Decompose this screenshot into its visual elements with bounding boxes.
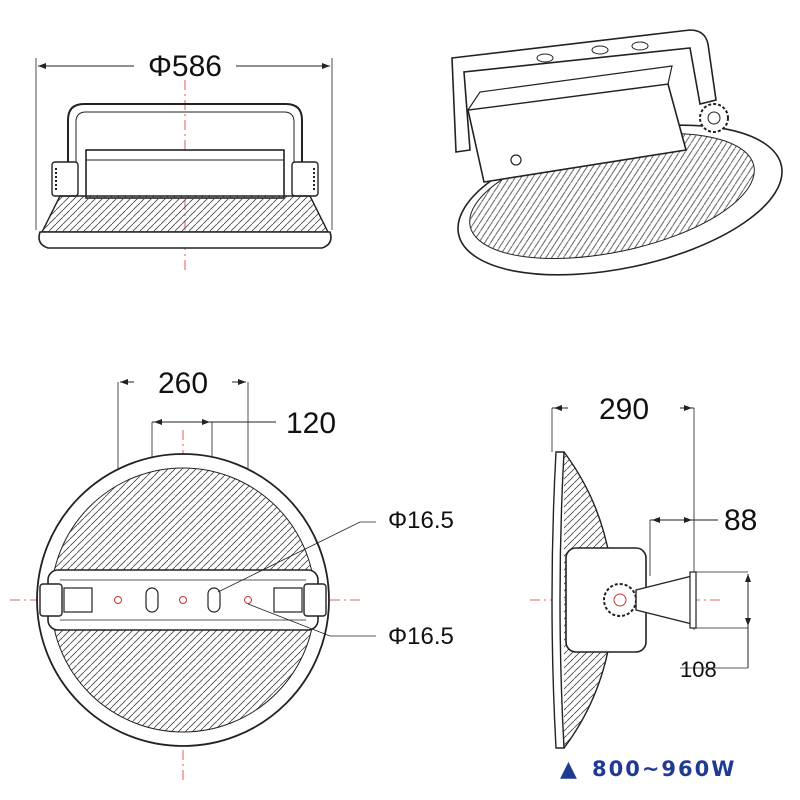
mount-slot (145, 587, 159, 613)
driver-box (85, 149, 285, 199)
mount-hole (114, 596, 122, 604)
hole-label-top: Φ16.5 (388, 507, 454, 534)
isometric-view (451, 29, 783, 276)
bracket-label: 88 (724, 504, 757, 537)
hole-label-bottom: Φ16.5 (388, 623, 454, 650)
mount-slot (207, 587, 221, 613)
mount-spacing-label: 260 (158, 367, 208, 400)
caption-marker: ▲ (560, 757, 577, 782)
front-view: Φ586 (35, 50, 333, 270)
inner-spacing-label: 120 (286, 407, 336, 440)
diameter-label: Φ586 (148, 50, 222, 83)
side-view: 290 88 108 (530, 393, 757, 749)
caption-text: 800~960W (592, 757, 736, 781)
mount-hole (179, 596, 187, 604)
bottom-view: 260 120 Φ16.5 Φ16.5 (10, 367, 454, 780)
left-knob (51, 161, 79, 197)
depth-label: 290 (599, 393, 649, 426)
mount-hole (244, 596, 252, 604)
right-knob (291, 161, 319, 197)
bracket-height-label: 108 (680, 657, 717, 682)
